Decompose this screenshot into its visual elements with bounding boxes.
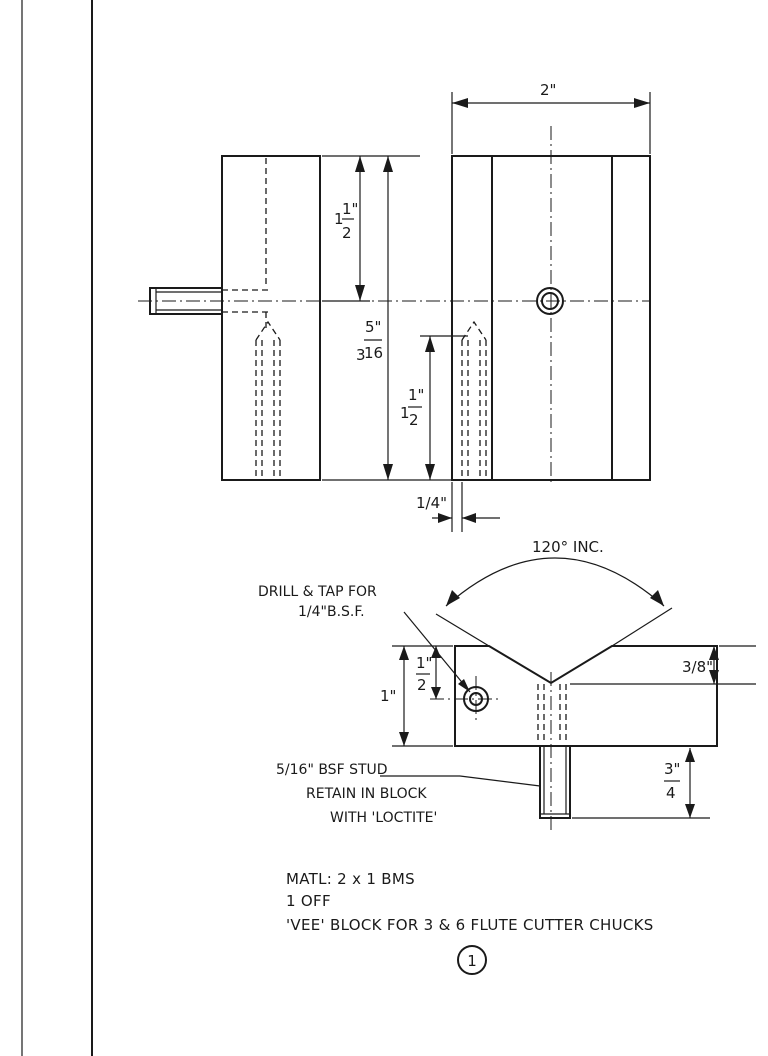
- arrowhead: [446, 590, 460, 606]
- quantity-note: 1 OFF: [286, 892, 331, 910]
- vee-stud: [539, 745, 571, 819]
- drill-point-hidden: [255, 320, 281, 341]
- dim-stud-length: 3" 4: [572, 748, 710, 819]
- dim-vee-depth: 3/8": [570, 645, 756, 685]
- arrowhead: [438, 513, 452, 523]
- dim-width: 2": [451, 81, 651, 154]
- dim-numerator: 3": [664, 760, 680, 778]
- dim-denominator: 16: [364, 344, 383, 362]
- arrowhead: [685, 748, 695, 762]
- dim-denominator: 4: [666, 784, 676, 802]
- arrowhead: [355, 156, 365, 172]
- dim-hole-height: 1" 2: [416, 646, 441, 699]
- end-view: [430, 645, 718, 830]
- arrowhead: [709, 670, 719, 684]
- drill-note-line2: 1/4"B.S.F.: [298, 604, 365, 620]
- dim-label: 1/4": [416, 494, 447, 512]
- arrowhead: [452, 98, 468, 108]
- front-view: [451, 126, 651, 484]
- dim-numerator: 1": [416, 654, 432, 672]
- arrowhead: [685, 804, 695, 818]
- dim-whole: 1: [400, 404, 410, 422]
- side-view-body: [221, 155, 321, 481]
- dim-overall-height: 3 5" 16: [322, 156, 452, 481]
- dim-numerator: 1": [408, 386, 424, 404]
- arrowhead: [431, 687, 441, 699]
- drill-leader-line: [403, 611, 471, 693]
- drill-note-line1: DRILL & TAP FOR: [258, 584, 377, 600]
- dim-left-upper: 1 1" 2: [322, 155, 420, 302]
- dim-whole: 1: [334, 210, 344, 228]
- arrowhead: [355, 285, 365, 301]
- stud-note-line3: WITH 'LOCTITE': [330, 810, 437, 826]
- arrowhead: [634, 98, 650, 108]
- arrowhead: [458, 679, 470, 692]
- arrowhead: [425, 464, 435, 480]
- dim-label: 1": [380, 687, 396, 705]
- dim-numerator: 1": [342, 200, 358, 218]
- dim-label: 3/8": [682, 658, 713, 676]
- arrowhead: [425, 336, 435, 352]
- arrowhead: [399, 646, 409, 660]
- drawing-title: 'VEE' BLOCK FOR 3 & 6 FLUTE CUTTER CHUCK…: [286, 916, 654, 934]
- side-view: [138, 155, 650, 481]
- dim-whole: 3: [356, 346, 366, 364]
- extension-line: [435, 613, 490, 647]
- tapped-hole-inner: [541, 292, 559, 310]
- dim-angle: 120° INC.: [435, 538, 673, 647]
- item-number-balloon: [457, 945, 487, 975]
- stud-note-line2: RETAIN IN BLOCK: [306, 786, 427, 802]
- dim-numerator: 5": [365, 318, 381, 336]
- dim-denominator: 2: [417, 676, 427, 694]
- stud-note-line1: 5/16" BSF STUD: [276, 762, 388, 778]
- arrowhead: [399, 732, 409, 746]
- arrowhead: [650, 590, 664, 606]
- dim-label: 2": [540, 81, 556, 99]
- arrowhead: [383, 464, 393, 480]
- dim-quarter-offset: 1/4": [416, 482, 500, 532]
- tapped-hole-outer: [536, 287, 564, 315]
- item-number: 1: [467, 952, 477, 970]
- angle-label: 120° INC.: [532, 538, 604, 556]
- dim-denominator: 2: [409, 411, 419, 429]
- arrowhead: [431, 646, 441, 658]
- arrowhead: [709, 646, 719, 660]
- angle-arc: [445, 557, 665, 607]
- drill-point-hidden: [461, 320, 487, 341]
- stud-leader-line: [459, 775, 541, 787]
- arrowhead: [462, 513, 476, 523]
- dim-denominator: 2: [342, 224, 352, 242]
- arrowhead: [383, 156, 393, 172]
- extension-line: [611, 607, 673, 647]
- vee-block-profile: [454, 645, 718, 747]
- material-note: MATL: 2 x 1 BMS: [286, 870, 415, 888]
- dim-block-height: 1": [380, 645, 453, 747]
- dim-lower: 1 1" 2: [400, 335, 468, 480]
